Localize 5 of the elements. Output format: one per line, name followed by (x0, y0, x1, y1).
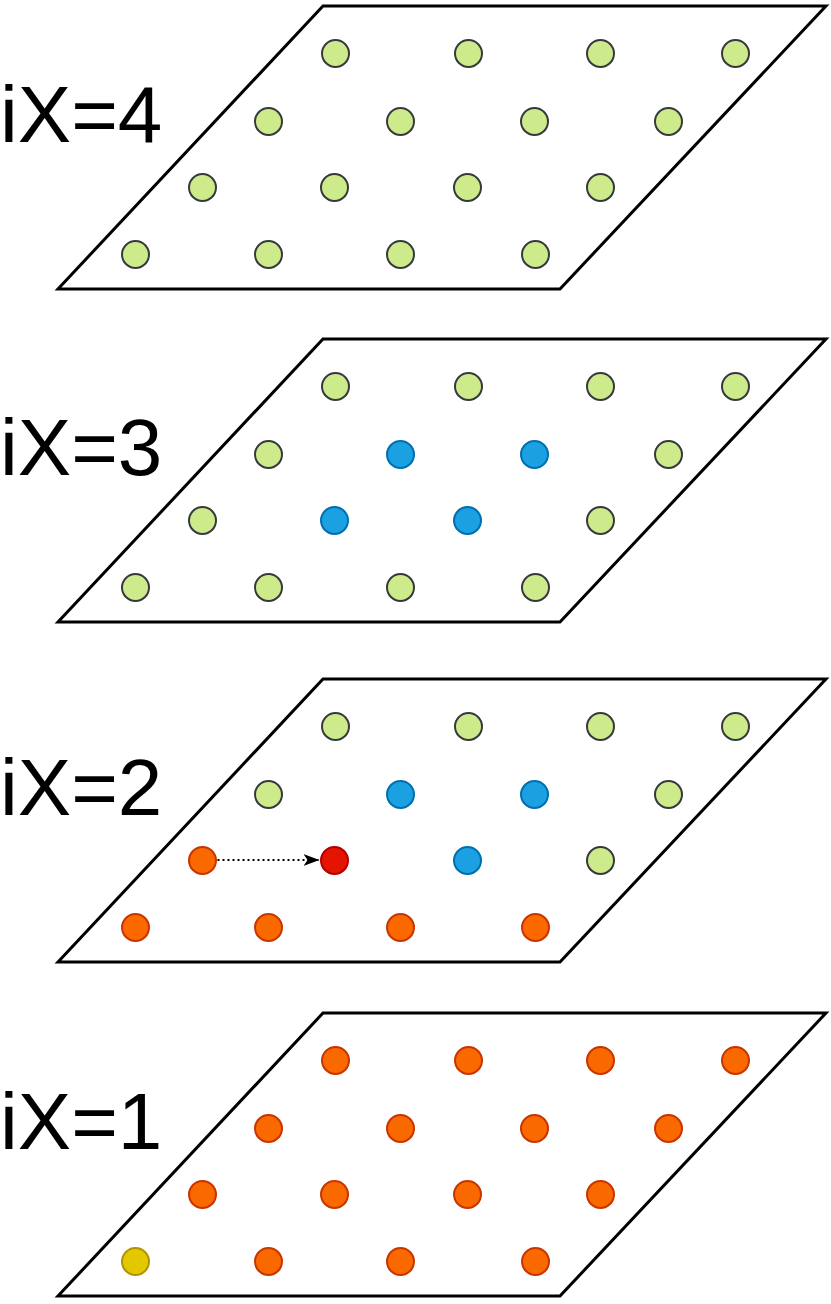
layer-label: iX=2 (0, 748, 163, 828)
layer-label: iX=3 (0, 408, 163, 488)
layer-label: iX=1 (0, 1082, 163, 1162)
dotted-arrow (216, 854, 320, 866)
layer-label: iX=4 (0, 75, 163, 155)
